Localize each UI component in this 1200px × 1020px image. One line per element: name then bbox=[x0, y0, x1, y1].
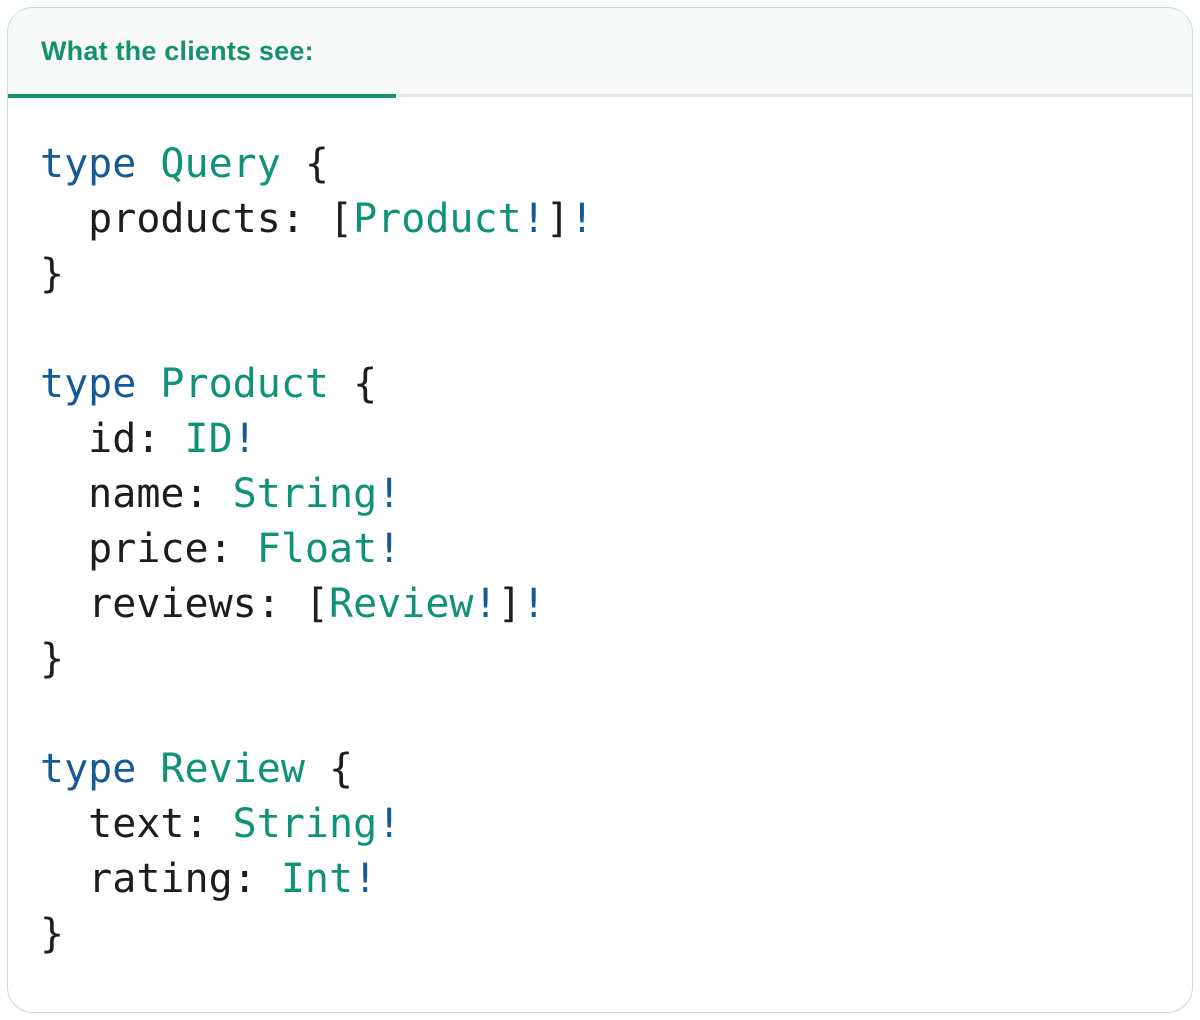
code-token: ! bbox=[353, 856, 378, 902]
code-token: ID bbox=[184, 416, 233, 462]
code-token: name: bbox=[40, 471, 233, 517]
code-line: rating: Int! bbox=[40, 852, 1192, 907]
schema-card: What the clients see: type Query { produ… bbox=[7, 7, 1193, 1013]
code-token: ] bbox=[497, 581, 522, 627]
code-token: String bbox=[232, 801, 378, 847]
code-line: reviews: [Review!]! bbox=[40, 577, 1192, 632]
code-token: id: bbox=[40, 416, 185, 462]
code-token: ! bbox=[473, 581, 498, 627]
code-token: } bbox=[40, 636, 65, 682]
code-token: ! bbox=[377, 526, 402, 572]
tab-what-clients-see[interactable]: What the clients see: bbox=[8, 8, 396, 98]
code-token: text: bbox=[40, 801, 233, 847]
code-line: price: Float! bbox=[40, 522, 1192, 577]
graphql-schema-code: type Query { products: [Product!]!} type… bbox=[8, 97, 1192, 962]
code-token: { bbox=[304, 746, 354, 792]
code-token: ! bbox=[521, 581, 546, 627]
code-token: reviews: [ bbox=[40, 581, 329, 627]
code-token: Product bbox=[353, 196, 522, 242]
code-token: ] bbox=[545, 196, 570, 242]
code-token bbox=[136, 141, 160, 187]
code-line: } bbox=[40, 247, 1192, 302]
tab-label: What the clients see: bbox=[41, 35, 314, 66]
code-line: } bbox=[40, 632, 1192, 687]
code-token: Review bbox=[328, 581, 474, 627]
code-token: Review bbox=[160, 746, 305, 792]
code-token: price: bbox=[40, 526, 257, 572]
code-line bbox=[40, 302, 1192, 357]
code-line: products: [Product!]! bbox=[40, 192, 1192, 247]
code-line: } bbox=[40, 907, 1192, 962]
code-token: { bbox=[280, 141, 330, 187]
code-line: type Query { bbox=[40, 137, 1192, 192]
code-token: Int bbox=[280, 856, 354, 902]
code-token: Query bbox=[160, 141, 281, 187]
card-header: What the clients see: bbox=[8, 8, 1192, 98]
code-token bbox=[136, 361, 160, 407]
code-token: String bbox=[232, 471, 378, 517]
code-token: ! bbox=[569, 196, 594, 242]
code-token: { bbox=[329, 361, 378, 407]
code-token: ! bbox=[377, 471, 402, 517]
code-token: type bbox=[40, 361, 137, 407]
code-token: } bbox=[40, 251, 65, 297]
code-token: type bbox=[40, 746, 137, 792]
code-token: Product bbox=[160, 361, 329, 407]
code-token: } bbox=[40, 911, 65, 957]
code-token: ! bbox=[377, 801, 402, 847]
code-token: Float bbox=[256, 526, 378, 572]
code-line bbox=[40, 687, 1192, 742]
code-line: id: ID! bbox=[40, 412, 1192, 467]
code-token: type bbox=[40, 141, 137, 187]
code-token bbox=[136, 746, 160, 792]
code-line: text: String! bbox=[40, 797, 1192, 852]
code-token: ! bbox=[232, 416, 257, 462]
code-token: ! bbox=[521, 196, 546, 242]
code-token: rating: bbox=[40, 856, 281, 902]
code-token: products: [ bbox=[40, 196, 354, 242]
code-line: type Product { bbox=[40, 357, 1192, 412]
code-line: name: String! bbox=[40, 467, 1192, 522]
code-line: type Review { bbox=[40, 742, 1192, 797]
